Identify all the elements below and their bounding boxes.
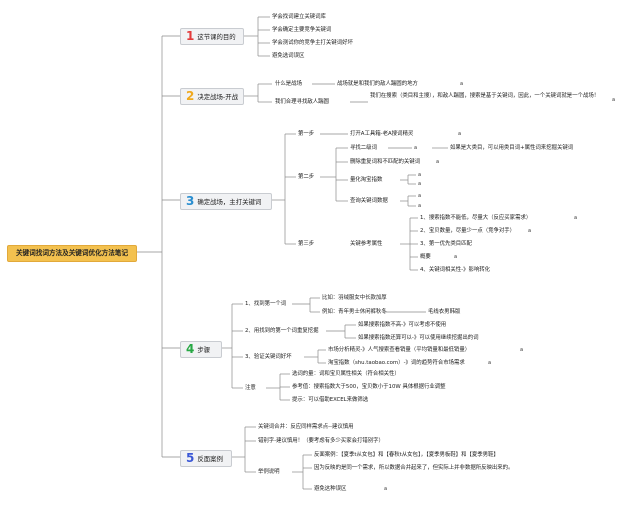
s1-item-2[interactable]: 学会确定主要竞争关键词 <box>272 27 332 33</box>
s2-detail-2: 我们在搜索（类目和主搜），和敌人踹圆，搜索是基于关键词，因此，一个关键词就是一个… <box>370 93 600 99</box>
s5-item-1[interactable]: 关键词合并：反应同样需求点--建议慎用 <box>258 424 354 430</box>
s5-example-1[interactable]: 反面案例：【夏季t从女包】和【春秋t从女包】，【夏季男板鞋】和【夏季男鞋】 <box>314 452 499 458</box>
s4-find-2[interactable]: 例如：青年男士休闲裤秋冬 <box>322 309 387 315</box>
s2-item-2[interactable]: 我们合理寻找敌人踹圆 <box>275 99 329 105</box>
s3-step3-attr-5[interactable]: 4、关键词相关性-》影响转化 <box>420 267 491 273</box>
s1-item-4[interactable]: 避免选词误区 <box>272 53 305 59</box>
s3-step1-item[interactable]: 打开A工具箱-老A搜词精灵 <box>350 131 414 137</box>
note-icon[interactable]: a <box>418 203 422 209</box>
note-icon[interactable]: a <box>520 347 524 353</box>
note-icon[interactable]: a <box>436 159 440 165</box>
note-icon[interactable]: a <box>612 97 616 103</box>
s1-item-1[interactable]: 学会找词建立关键词库 <box>272 14 326 20</box>
note-icon[interactable]: a <box>384 486 388 492</box>
s2-detail-1: 战场就是和我们的敌人踹圆的地方 <box>337 81 418 87</box>
note-icon[interactable]: a <box>454 254 458 260</box>
s3-step2-extra: 如果是大类目，可以用类目词+属性词来挖掘关键词 <box>450 145 574 151</box>
s4-verify-2[interactable]: 淘宝指数（shu.taobao.com）-》词的趋势符合市场需求 <box>328 360 465 366</box>
note-icon[interactable]: a <box>414 145 418 151</box>
s3-step2-item-2[interactable]: 删除重复词和不匹配的关键词 <box>350 159 421 165</box>
s4-item-1[interactable]: 1、找到第一个词 <box>245 301 287 307</box>
s5-example-3[interactable]: 避免这种误区 <box>314 486 347 492</box>
s3-step-2[interactable]: 第二步 <box>298 174 315 180</box>
s4-find-extra: 毛线衣男韩版 <box>428 309 461 315</box>
s4-verify-1[interactable]: 市场分析精灵-》人气搜索查看销量（平均销量和最低销量） <box>328 347 471 353</box>
note-icon[interactable]: a <box>574 215 578 221</box>
note-icon[interactable]: a <box>458 131 462 137</box>
s4-note-2[interactable]: 参考值：搜索指数大于500，宝贝数小于10W 具体根据行业调整 <box>292 384 446 390</box>
s3-step3-item[interactable]: 关键参考属性 <box>350 241 383 247</box>
s5-item-3[interactable]: 举例说明 <box>258 469 280 475</box>
root-node[interactable]: 关键词找词方法及关键词优化方法笔记 <box>7 245 137 262</box>
s3-step3-attr-1[interactable]: 1、搜索指数不能低，尽量大（反应买家需求） <box>420 215 532 221</box>
s3-step2-item-4[interactable]: 查询关键词数据 <box>350 198 388 204</box>
s3-step3-attr-2[interactable]: 2、宝贝数量，尽量少一点（竞争对手） <box>420 228 516 234</box>
s3-step2-item-3[interactable]: 量化淘宝指数 <box>350 177 383 183</box>
note-icon[interactable]: a <box>488 360 492 366</box>
s3-step-3[interactable]: 第三步 <box>298 241 315 247</box>
s5-example-2[interactable]: 因为反映的是同一个需求，所以数据合并起来了，但实际上并非数据所反映出来的。 <box>314 465 514 471</box>
s5-item-2[interactable]: 错别字-建议慎用！（要考虑有多少买家会打错别字） <box>258 438 384 444</box>
s2-item-1[interactable]: 什么是战场 <box>275 81 302 87</box>
note-icon[interactable]: a <box>418 193 422 199</box>
note-icon[interactable]: a <box>528 228 532 234</box>
s3-step3-attr-3[interactable]: 3、第一优先类目匹配 <box>420 241 472 247</box>
s3-step2-item-1[interactable]: 寻找二级词 <box>350 145 377 151</box>
s4-note-1[interactable]: 选词的量：词和宝贝属性相关（符合相关性） <box>292 371 400 377</box>
s4-item-4[interactable]: 注意 <box>245 385 256 391</box>
s3-step-1[interactable]: 第一步 <box>298 131 315 137</box>
s3-step3-attr-4[interactable]: 概要 <box>420 254 431 260</box>
s4-repeat-1[interactable]: 如果搜索指数不高-》可以考虑不使用 <box>358 322 447 328</box>
s4-item-2[interactable]: 2、用找到的第一个词重复挖掘 <box>245 328 319 334</box>
note-icon[interactable]: a <box>418 181 422 187</box>
s4-note-3[interactable]: 提示：可以借助EXCEL来做筛选 <box>292 397 369 403</box>
note-icon[interactable]: a <box>418 172 422 178</box>
s4-find-1[interactable]: 比如：羽绒服女中长款加厚 <box>322 295 387 301</box>
s4-item-3[interactable]: 3、验证关键词好坏 <box>245 354 292 360</box>
s4-repeat-2[interactable]: 如果搜索指数还算可以-》可以使用继续挖掘出的词 <box>358 335 479 341</box>
note-icon[interactable]: a <box>460 81 464 87</box>
s1-item-3[interactable]: 学会测试你的竞争主打关键词好坏 <box>272 40 353 46</box>
